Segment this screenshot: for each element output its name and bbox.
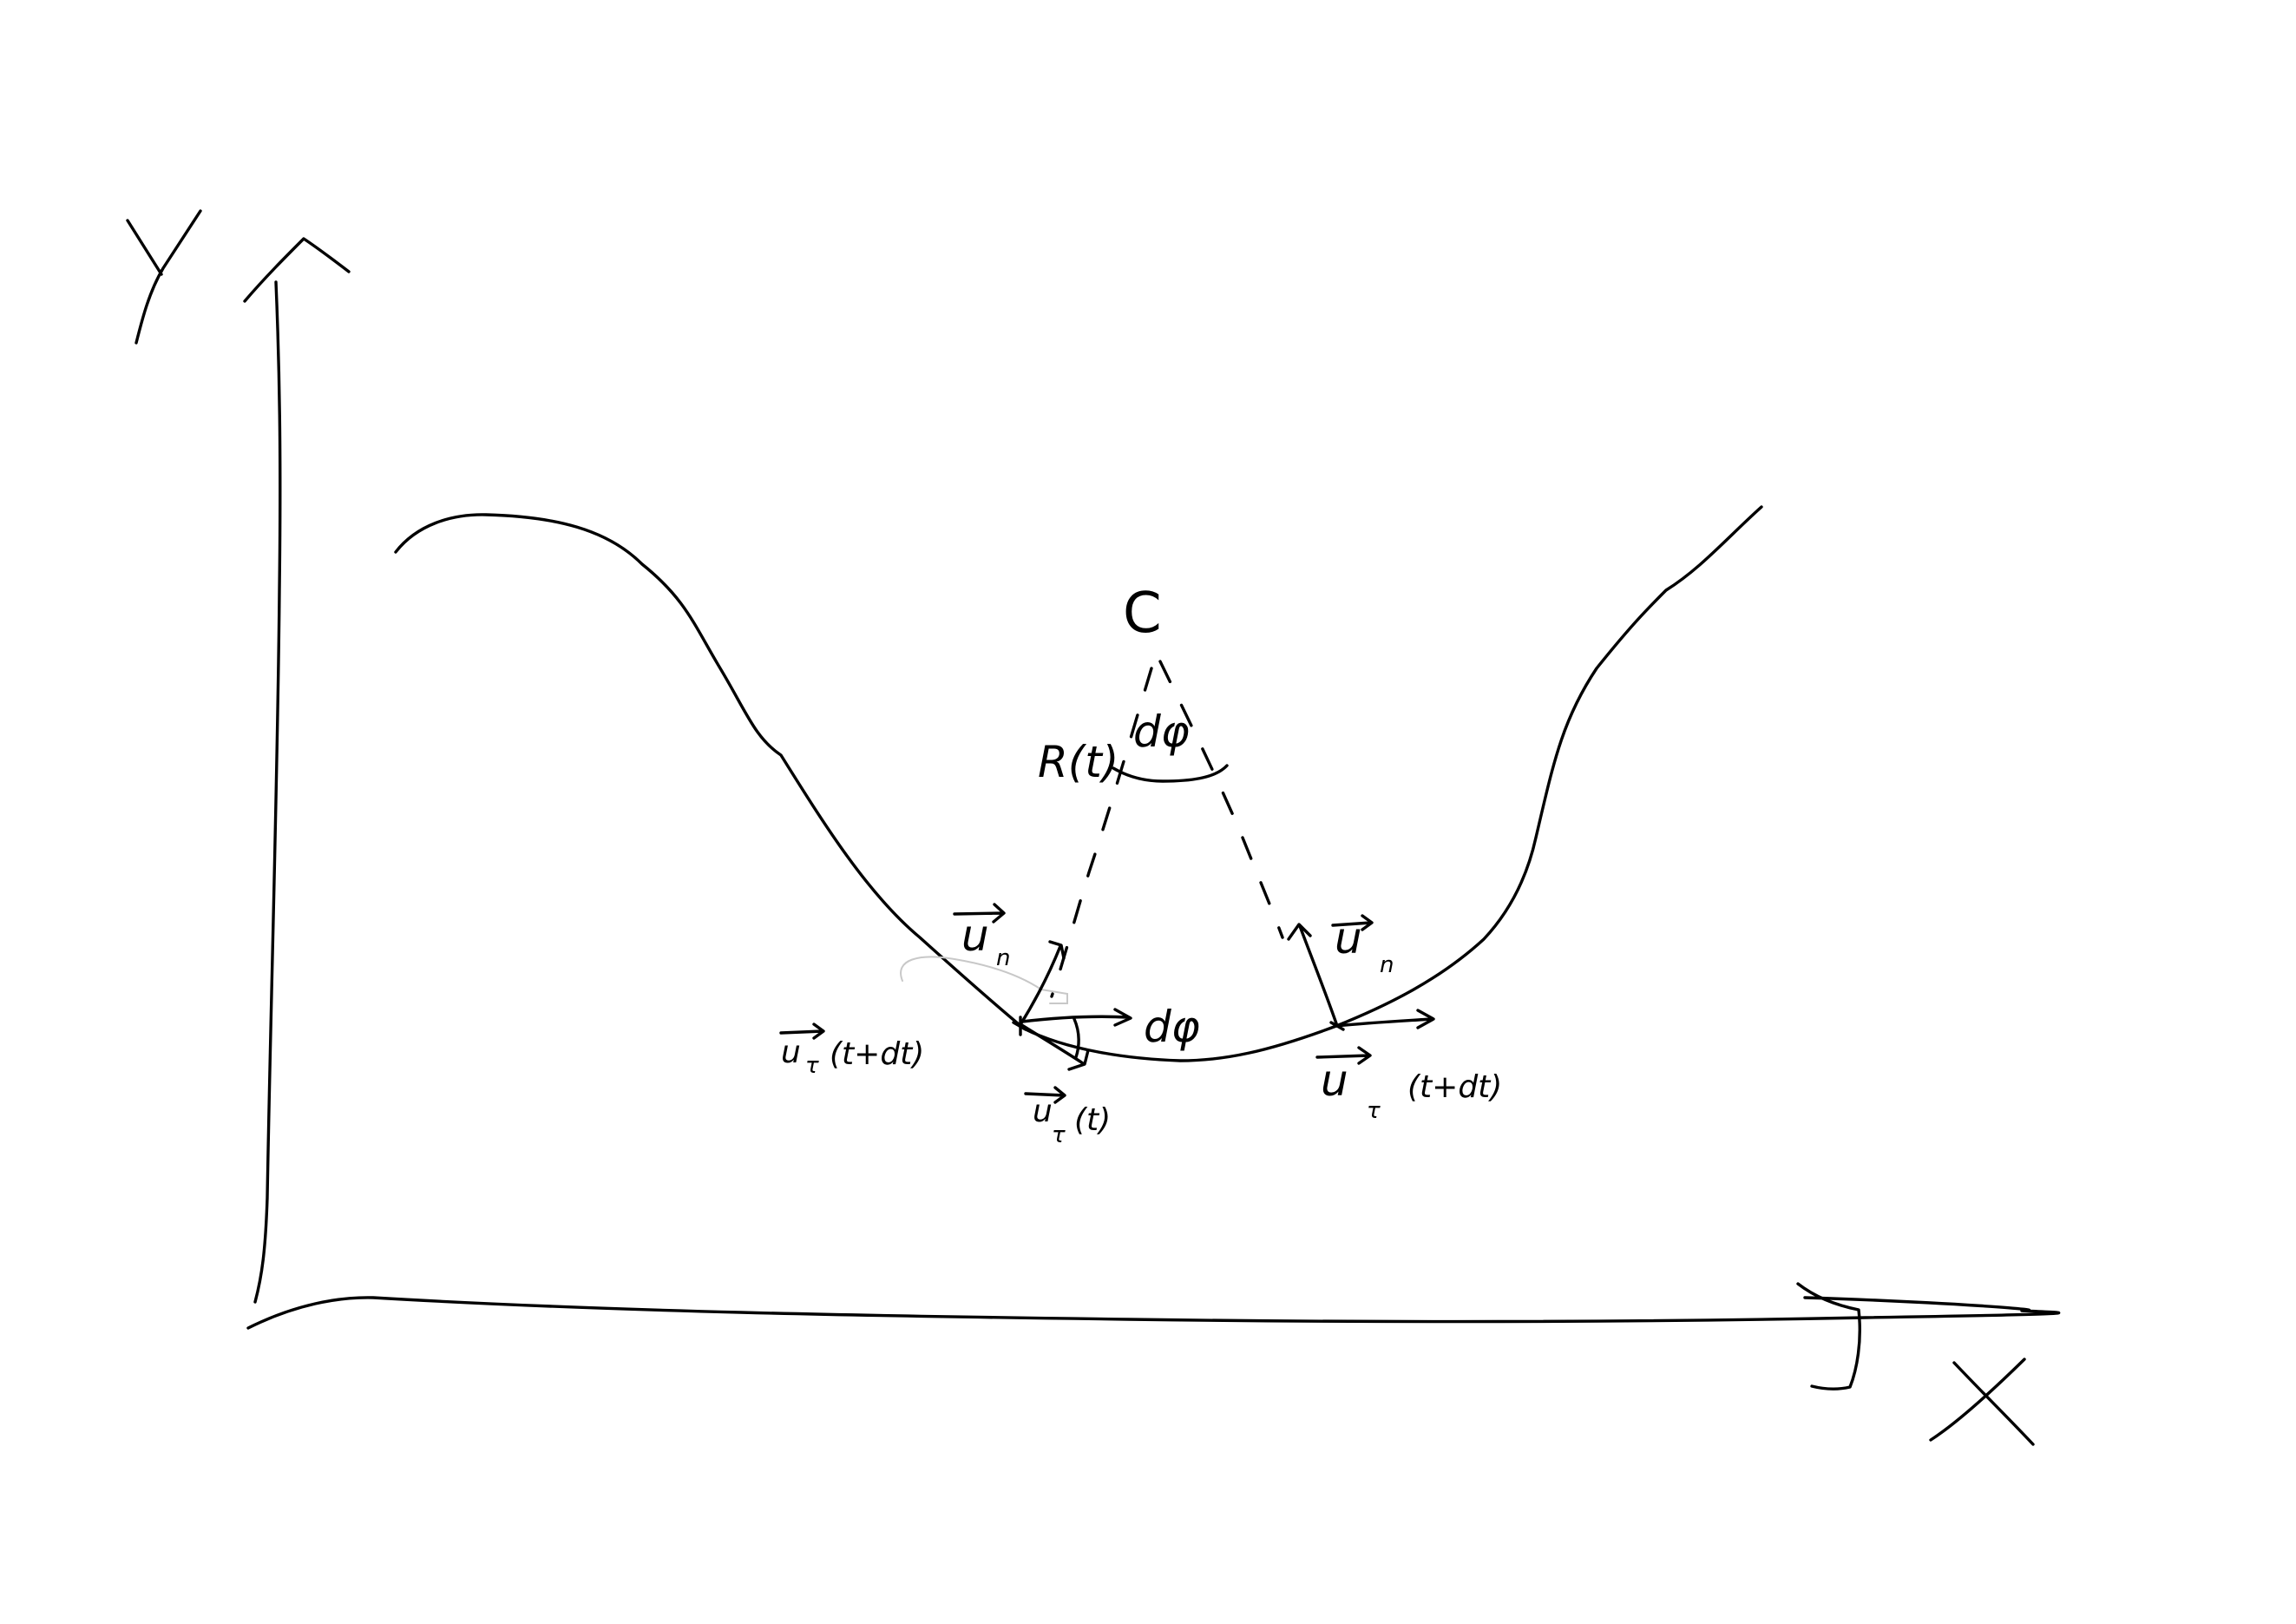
y-axis-line [253, 280, 282, 1304]
center-label: C [1123, 582, 1162, 646]
right-normal-symbol: u [1335, 913, 1362, 963]
radius-line-right [1158, 660, 1284, 939]
right-tangent-t-dt-symbol: u [1321, 1055, 1348, 1106]
right-tangent-t-dt-label-arrow [1315, 1046, 1372, 1065]
left-tangent-t-subscript: τ [1052, 1122, 1066, 1148]
radius-label: R(t) [1038, 737, 1118, 787]
left-normal-symbol: u [961, 911, 989, 961]
left-tangent-t-symbol: u [1033, 1094, 1053, 1129]
axes: Y X [126, 209, 2061, 1446]
y-axis-arrowhead [243, 237, 351, 303]
right-point-vectors: u n u τ (t+dt) [1287, 913, 1502, 1124]
left-tangent-t-dt-symbol: u [781, 1035, 801, 1070]
right-tangent-t-dt-vector [1335, 1009, 1435, 1029]
tangent-angle-label: dφ [1144, 1002, 1200, 1052]
right-normal-label-arrow [1331, 914, 1374, 931]
left-tangent-t-dt-label: u τ (t+dt) [779, 1022, 924, 1079]
left-normal-label: u n [953, 903, 1010, 971]
left-normal-label-arrow [953, 903, 1006, 924]
right-normal-vector [1287, 923, 1339, 1028]
left-tangent-t-label: u τ (t) [1024, 1086, 1111, 1148]
right-normal-subscript: n [1380, 952, 1394, 978]
radius-line-left [1050, 667, 1153, 998]
y-axis-letter-glyph [126, 209, 202, 345]
left-tangent-t-argument: (t) [1074, 1102, 1111, 1138]
x-axis-letter-glyph [1929, 1358, 2035, 1446]
x-axis-arrowhead [1796, 1282, 1861, 1391]
left-tangent-t-vector [1019, 1022, 1090, 1071]
center-angle-arc [1112, 764, 1229, 783]
right-tangent-t-dt-subscript: τ [1367, 1098, 1381, 1124]
left-tangent-t-label-arrow [1024, 1086, 1066, 1104]
center-angle-label: dφ [1133, 707, 1190, 757]
right-tangent-t-dt-argument: (t+dt) [1407, 1069, 1502, 1105]
left-normal-subscript: n [996, 945, 1010, 971]
tangent-angle-arc [1073, 1017, 1080, 1059]
eraser-smudge [900, 956, 1068, 1004]
x-axis-line [246, 1296, 2061, 1330]
right-normal-label: u n [1331, 913, 1394, 978]
left-normal-vector [1018, 940, 1066, 1028]
right-tangent-t-dt-label: u τ (t+dt) [1315, 1046, 1502, 1124]
left-tangent-t-dt-label-arrow [779, 1022, 825, 1040]
left-tangent-t-dt-argument: (t+dt) [830, 1036, 924, 1072]
left-tangent-t-dt-subscript: τ [805, 1053, 819, 1079]
left-point-vectors: dφ u n u τ (t+dt) u τ (t) [779, 903, 1200, 1148]
left-tangent-t-dt-vector [1020, 1008, 1132, 1027]
